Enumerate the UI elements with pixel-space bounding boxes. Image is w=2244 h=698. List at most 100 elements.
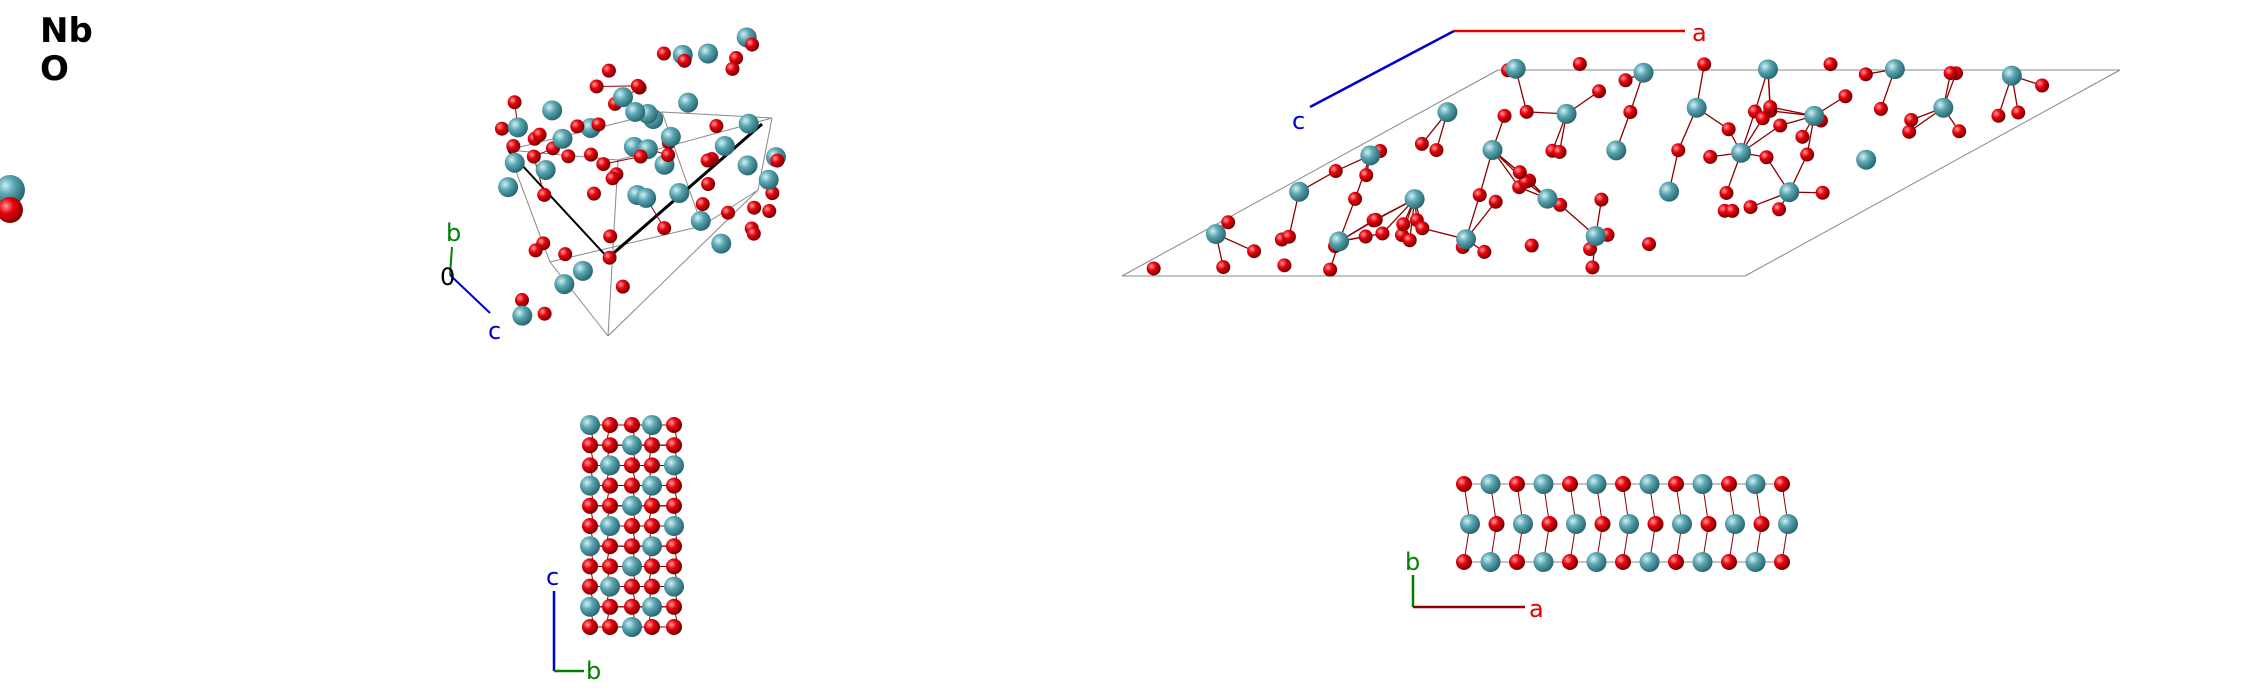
cell-axis-edge xyxy=(507,149,609,259)
o-atom xyxy=(1774,476,1790,492)
o-atom xyxy=(615,279,630,294)
element-legend: Nb O xyxy=(40,12,93,88)
o-atom xyxy=(1594,192,1609,207)
o-atom xyxy=(695,197,710,212)
o-atom xyxy=(1415,221,1430,236)
axis-c-line xyxy=(1309,29,1455,109)
crystal-view-along-c xyxy=(1456,474,1798,572)
nb-atom xyxy=(1778,514,1798,534)
nb-atom xyxy=(1933,97,1954,118)
o-atom xyxy=(601,63,616,78)
o-atom xyxy=(1216,260,1231,275)
nb-atom xyxy=(1619,514,1639,534)
o-atom xyxy=(1509,554,1525,570)
o-atom xyxy=(1647,516,1664,532)
nb-atom xyxy=(1692,552,1713,572)
o-atom xyxy=(1642,237,1657,252)
o-atom xyxy=(602,538,618,555)
o-atom xyxy=(709,119,724,134)
nb-atom xyxy=(622,617,642,637)
nb-atom xyxy=(737,155,758,176)
nb-atom xyxy=(1566,514,1586,534)
o-atom xyxy=(582,437,598,454)
o-atom xyxy=(1858,67,1873,82)
o-atom xyxy=(624,477,640,494)
axis-a-label: a xyxy=(1692,19,1707,47)
o-atom xyxy=(644,558,660,575)
o-atom-swatch xyxy=(0,197,23,223)
o-atom xyxy=(1904,112,1919,127)
nb-atom xyxy=(738,113,759,134)
nb-atom xyxy=(1686,97,1707,118)
nb-atom xyxy=(1482,139,1503,160)
nb-atom xyxy=(580,536,600,557)
o-atom xyxy=(1402,233,1417,248)
o-atom xyxy=(644,457,660,474)
o-atom xyxy=(603,229,618,244)
o-atom xyxy=(1572,57,1587,72)
nb-atom xyxy=(1639,552,1660,572)
o-atom xyxy=(657,221,672,236)
o-atom xyxy=(624,578,640,595)
nb-atom xyxy=(758,169,779,190)
o-atom xyxy=(582,619,598,635)
o-atom xyxy=(1823,57,1838,72)
o-atom xyxy=(1763,100,1778,115)
o-atom xyxy=(1759,150,1774,165)
o-atom xyxy=(1774,554,1790,570)
nb-atom xyxy=(1533,474,1554,494)
axis-c-line xyxy=(449,274,491,314)
o-atom xyxy=(729,51,744,66)
o-atom xyxy=(582,497,598,514)
nb-atom xyxy=(1884,59,1905,80)
o-atom xyxy=(1429,143,1444,158)
o-atom xyxy=(1795,129,1810,144)
nb-atom xyxy=(580,415,600,435)
nb-atom xyxy=(1556,103,1577,124)
o-atom xyxy=(1456,476,1472,492)
nb-atom xyxy=(535,159,556,180)
o-atom xyxy=(666,558,682,575)
view-along-c-axes: b a xyxy=(1405,548,1544,623)
nb-atom xyxy=(600,455,620,476)
o-atom xyxy=(532,127,547,142)
axis-c-label: c xyxy=(546,565,559,591)
o-atom xyxy=(1743,200,1758,215)
o-atom xyxy=(700,153,715,168)
o-atom xyxy=(1552,144,1567,159)
nb-atom xyxy=(572,260,593,281)
o-atom xyxy=(701,177,716,192)
o-atom xyxy=(1585,260,1600,275)
o-atom xyxy=(514,293,529,308)
nb-atom xyxy=(625,101,646,122)
nb-atom xyxy=(1537,188,1558,209)
o-atom xyxy=(526,149,541,164)
o-atom xyxy=(1512,165,1527,180)
o-atom xyxy=(1594,516,1611,532)
axis-b-label: b xyxy=(1405,548,1420,576)
o-atom xyxy=(602,619,618,635)
o-atom xyxy=(602,497,618,514)
o-atom xyxy=(602,598,618,615)
nb-atom xyxy=(580,475,600,496)
view-along-a-axes: c b xyxy=(546,565,601,685)
o-atom xyxy=(558,247,573,262)
o-atom xyxy=(1721,554,1737,570)
legend-item-o: O xyxy=(40,49,69,89)
perspective-axes: b c 0 xyxy=(440,219,501,345)
crystal-slab-view xyxy=(1121,57,2121,277)
nb-atom xyxy=(1745,552,1766,572)
nb-atom xyxy=(1505,58,1526,79)
axis-b-label: b xyxy=(446,219,461,247)
o-atom xyxy=(1700,516,1717,532)
nb-atom xyxy=(580,596,600,617)
o-atom xyxy=(1277,258,1292,273)
o-atom xyxy=(677,53,692,68)
o-atom xyxy=(583,147,598,162)
nb-atom xyxy=(1404,189,1425,210)
nb-atom xyxy=(1659,181,1680,202)
o-atom xyxy=(644,437,660,454)
nb-atom xyxy=(642,415,662,435)
nb-atom xyxy=(2001,65,2022,86)
o-atom xyxy=(1838,89,1853,104)
